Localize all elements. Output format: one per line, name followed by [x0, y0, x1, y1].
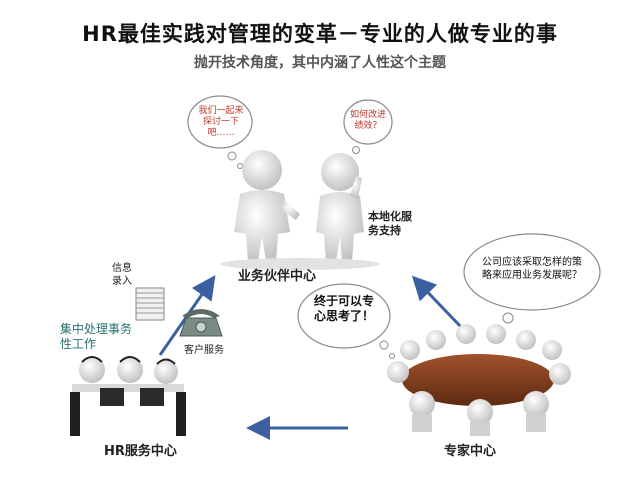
label-local-support: 本地化服务支持	[368, 210, 412, 237]
arrow-expert-to-partner	[411, 275, 464, 330]
telephone-icon	[179, 309, 223, 337]
bubble-expert-text: 公司应该采取怎样的策略来应用业务发展呢？	[482, 257, 582, 281]
call-center-illustration	[70, 356, 186, 436]
thought-bubble-left	[187, 95, 253, 169]
node-expert: 专家中心	[444, 444, 497, 459]
floor-shadow-partner	[220, 258, 380, 270]
label-customer-service: 客户服务	[184, 345, 224, 356]
label-central-processing: 集中处理事务性工作	[60, 322, 133, 351]
bubble-think-text: 终于可以专心思考了！	[313, 294, 374, 323]
label-info-entry: 信息录入	[112, 263, 132, 287]
node-hr-service: HR服务中心	[104, 444, 177, 459]
node-business-partner: 业务伙伴中心	[238, 269, 317, 284]
bubble-left-text: 我们一起来探讨一下吧……	[198, 106, 244, 138]
thought-bubble-expert	[463, 233, 601, 334]
figure-right	[316, 153, 364, 262]
paper-stack-icon	[135, 287, 165, 321]
page-title: HR最佳实践对管理的变革－专业的人做专业的事	[82, 22, 558, 46]
thought-bubble-think	[297, 283, 395, 359]
page-subtitle: 抛开技术角度，其中内涵了人性这个主题	[194, 55, 446, 71]
round-table-meeting	[387, 324, 571, 436]
figure-left	[234, 150, 300, 262]
bubble-right-text: 如何改进绩效？	[350, 110, 387, 131]
